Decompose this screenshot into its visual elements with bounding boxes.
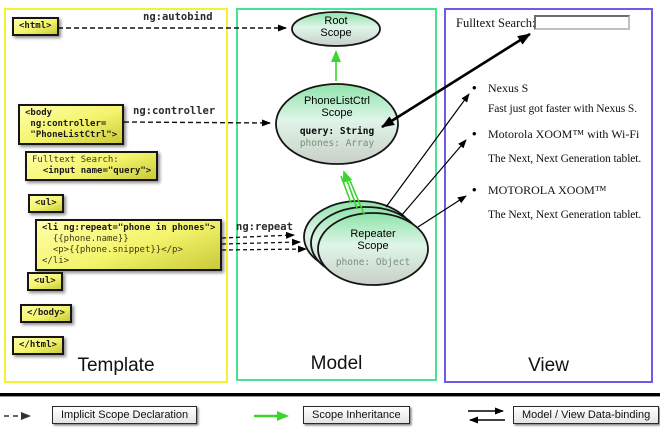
li-repeat-line1: <li ng:repeat="phone in phones"> — [42, 223, 216, 233]
li-repeat-line2: {{phone.name}} — [42, 234, 129, 244]
li-repeat-tag: <li ng:repeat="phone in phones"> {{phone… — [35, 219, 223, 271]
li-repeat-line4: </li> — [42, 256, 70, 266]
legend-inheritance-label: Scope Inheritance — [303, 406, 410, 424]
legend-implicit-label: Implicit Scope Declaration — [52, 406, 198, 424]
view-item-title: MOTOROLA XOOM™ — [488, 183, 607, 197]
legend-databinding-arrows — [468, 407, 505, 424]
legend-separator-line — [0, 393, 660, 397]
bullet-icon: • — [472, 80, 477, 95]
scope-inheritance-arrows — [331, 50, 365, 215]
li-repeat-line3: <p>{{phone.snippet}}</p> — [42, 245, 183, 255]
repeater-scope-text: Repeater Scope phone: Object — [318, 228, 428, 269]
phonelistctrl-title1: PhoneListCtrl — [303, 95, 371, 107]
root-scope-title1: Root — [324, 15, 348, 27]
html-open-tag: <html> — [12, 17, 59, 36]
ng-controller-arrow — [123, 119, 271, 127]
phonelistctrl-scope-text: PhoneListCtrl Scope query: String phones… — [276, 95, 398, 150]
repeater-prop-phone: phone: Object — [335, 257, 411, 268]
view-panel-label: View — [528, 355, 569, 376]
fulltext-search-label: Fulltext Search: — [456, 16, 536, 30]
ul-open-tag: <ul> — [28, 194, 64, 213]
query-data-binding-arrow — [381, 32, 531, 129]
fulltext-search-input[interactable] — [534, 15, 630, 30]
root-scope-title2: Scope — [320, 27, 352, 39]
html-close-tag: </html> — [12, 336, 64, 355]
legend-databinding-label: Model / View Data-binding — [513, 406, 660, 424]
ng-controller-label: ng:controller — [133, 105, 216, 117]
root-scope-node — [291, 11, 381, 47]
view-item-title: Motorola XOOM™ with Wi-Fi — [488, 127, 640, 141]
bullet-icon: • — [472, 126, 477, 141]
bullet-icon: • — [472, 182, 477, 197]
fulltext-search-tag: Fulltext Search: <input name="query"> — [25, 151, 159, 181]
fulltext-search-tag-input: <input name="query"> — [32, 166, 152, 176]
model-panel-label: Model — [310, 353, 363, 374]
ul-close-tag: <ul> — [27, 272, 63, 291]
ng-repeat-label: ng:repeat — [236, 221, 293, 233]
ng-autobind-label: ng:autobind — [143, 11, 213, 23]
template-panel-label: Template — [77, 355, 155, 376]
view-item-desc: Fast just got faster with Nexus S. — [488, 103, 637, 115]
phonelistctrl-prop-phones: phones: Array — [299, 138, 375, 149]
body-close-tag: </body> — [20, 304, 72, 323]
data-binding-lines — [385, 93, 470, 228]
root-scope-text: Root Scope — [292, 15, 380, 39]
repeater-title2: Scope — [357, 240, 389, 252]
view-item-desc: The Next, Next Generation tablet. — [488, 209, 642, 221]
view-item-title: Nexus S — [488, 81, 529, 95]
ng-repeat-arrows — [221, 231, 307, 253]
phonelistctrl-title2: Scope — [321, 107, 353, 119]
repeater-title1: Repeater — [350, 228, 396, 240]
repeater-scope-node — [303, 200, 429, 286]
fulltext-search-tag-label: Fulltext Search: — [32, 155, 119, 165]
view-item-desc: The Next, Next Generation tablet. — [488, 153, 642, 165]
phonelistctrl-prop-query: query: String — [299, 126, 375, 137]
body-open-tag: <body ng:controller= "PhoneListCtrl"> — [18, 104, 125, 145]
